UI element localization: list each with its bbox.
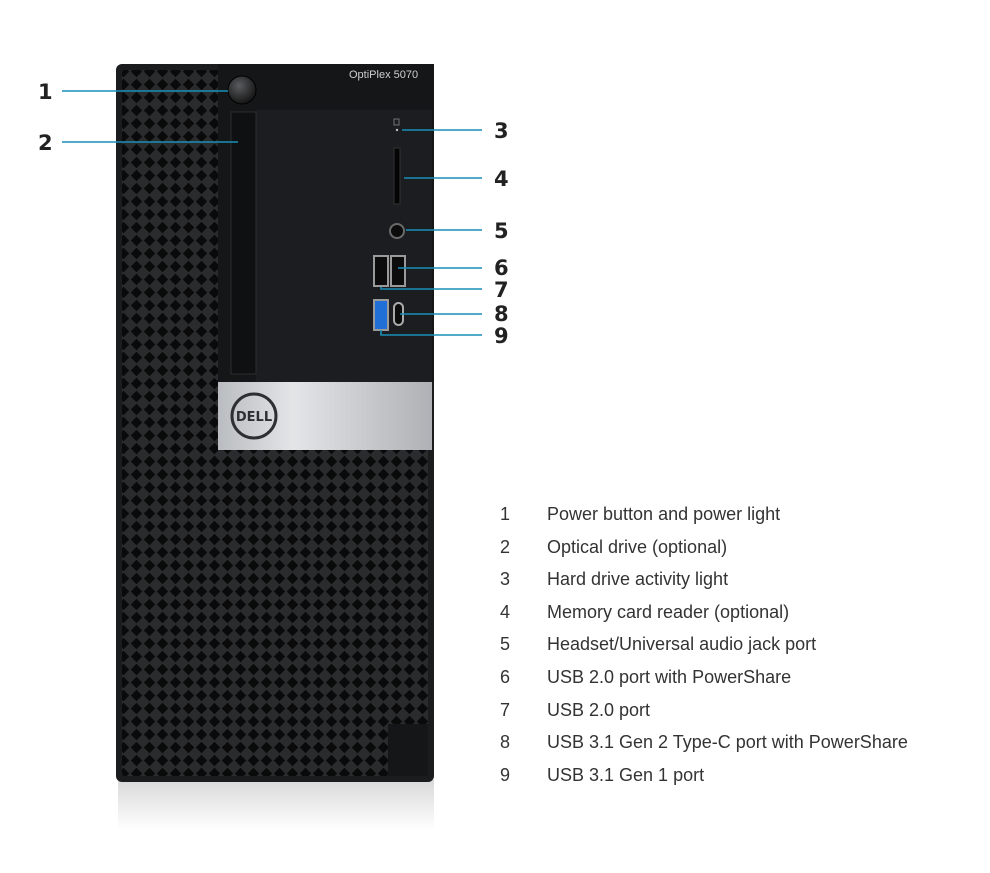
legend-number: 4 bbox=[500, 601, 511, 622]
legend-number: 7 bbox=[500, 699, 511, 720]
hdd-activity-light bbox=[395, 128, 399, 132]
legend-item: 1 Power button and power light bbox=[500, 504, 970, 537]
legend-item: 8 USB 3.1 Gen 2 Type-C port with PowerSha… bbox=[500, 732, 970, 765]
callout-3: 3 bbox=[494, 119, 509, 143]
callout-6: 6 bbox=[494, 256, 509, 280]
legend-number: 2 bbox=[500, 536, 511, 557]
legend-number: 8 bbox=[500, 732, 511, 753]
legend-item: 2 Optical drive (optional) bbox=[500, 537, 970, 570]
hdd-activity-icon bbox=[393, 118, 400, 126]
legend-item: 4 Memory card reader (optional) bbox=[500, 602, 970, 635]
dell-logo bbox=[230, 392, 278, 440]
audio-jack[interactable] bbox=[389, 223, 405, 239]
legend-number: 5 bbox=[500, 634, 511, 655]
foot-block bbox=[388, 724, 428, 776]
dell-logo-text: DELL bbox=[236, 410, 272, 425]
legend-text: USB 3.1 Gen 2 Type-C port with PowerShar… bbox=[547, 732, 908, 753]
legend-text: Power button and power light bbox=[547, 504, 781, 524]
legend-text: Headset/Universal audio jack port bbox=[547, 634, 817, 655]
callout-8: 8 bbox=[494, 302, 509, 326]
callout-lines bbox=[62, 90, 482, 336]
legend-text: Memory card reader (optional) bbox=[547, 601, 790, 622]
callout-7: 7 bbox=[494, 278, 509, 302]
callout-1: 1 bbox=[38, 80, 53, 104]
component-legend: 1 Power button and power light 2 Optical d… bbox=[500, 504, 970, 797]
front-panel-inner bbox=[256, 110, 432, 382]
optical-drive-bay[interactable] bbox=[230, 111, 257, 375]
legend-text: USB 2.0 port with PowerShare bbox=[547, 666, 792, 687]
legend-item: 9 USB 3.1 Gen 1 port bbox=[500, 765, 970, 798]
model-label: OptiPlex 5070 bbox=[349, 69, 418, 81]
callout-4: 4 bbox=[494, 167, 509, 191]
callout-5: 5 bbox=[494, 219, 509, 243]
floor-shadow bbox=[118, 780, 434, 830]
usb2-port-right[interactable] bbox=[390, 255, 406, 287]
legend-item: 5 Headset/Universal audio jack port bbox=[500, 634, 970, 667]
legend-item: 7 USB 2.0 port bbox=[500, 700, 970, 733]
legend-text: USB 2.0 port bbox=[547, 699, 651, 720]
power-button[interactable] bbox=[227, 75, 257, 105]
legend-text: Optical drive (optional) bbox=[547, 536, 728, 557]
legend-number: 1 bbox=[500, 504, 511, 524]
legend-item: 3 Hard drive activity light bbox=[500, 569, 970, 602]
legend-text: USB 3.1 Gen 1 port bbox=[547, 764, 705, 785]
legend-text: Hard drive activity light bbox=[547, 569, 729, 590]
legend-item: 6 USB 2.0 port with PowerShare bbox=[500, 667, 970, 700]
legend-number: 6 bbox=[500, 666, 511, 687]
callout-2: 2 bbox=[38, 131, 53, 155]
usb3-gen1-port[interactable] bbox=[373, 299, 389, 331]
legend-number: 3 bbox=[500, 569, 511, 590]
usb2-port-left[interactable] bbox=[373, 255, 389, 287]
memory-card-slot[interactable] bbox=[393, 147, 401, 205]
legend-number: 9 bbox=[500, 764, 511, 785]
callout-9: 9 bbox=[494, 324, 509, 348]
